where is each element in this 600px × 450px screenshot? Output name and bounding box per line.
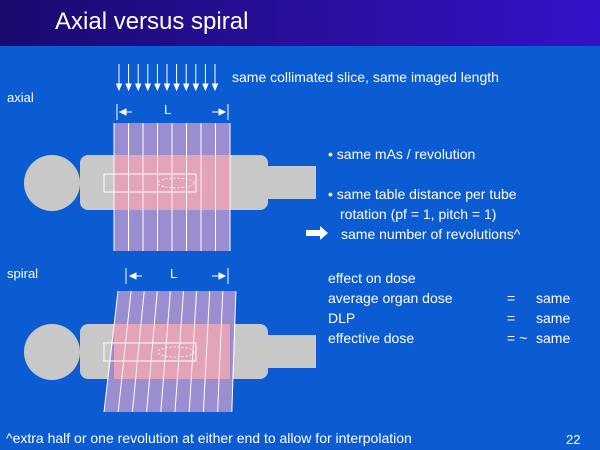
dose-row-name: average organ dose (328, 290, 453, 306)
result-arrow-icon (306, 226, 328, 240)
spiral-length-label: L (170, 266, 178, 281)
spiral-label: spiral (7, 266, 39, 281)
dose-row-op: = (507, 310, 516, 326)
spiral-slice-line (135, 323, 142, 380)
beam-arrow-head (144, 83, 152, 92)
dose-row-op: = (507, 290, 516, 306)
page-number: 22 (566, 432, 581, 447)
footnote: ^extra half or one revolution at either … (6, 430, 412, 446)
bullet-table-distance: • same table distance per tube (328, 186, 517, 202)
title-bar (0, 0, 600, 46)
slide-title: Axial versus spiral (55, 8, 249, 35)
spiral-slice-line (163, 323, 169, 380)
dose-row-name: effective dose (328, 330, 415, 346)
bullet-mas: • same mAs / revolution (328, 146, 476, 162)
spiral-slice-line (107, 323, 115, 380)
dose-row-name: DLP (328, 310, 356, 326)
dose-row-value: same (536, 330, 571, 346)
spiral-slice-line (149, 323, 155, 380)
beam-arrow-head (125, 83, 132, 92)
beam-arrow-head (211, 83, 219, 92)
dose-row-value: same (536, 290, 571, 306)
dose-heading: effect on dose (328, 270, 416, 286)
spiral-length-marker (125, 268, 229, 284)
beam-arrow-head (173, 83, 180, 92)
spiral-slice-line (121, 323, 128, 380)
beam-arrow-head (154, 83, 161, 92)
spiral-slice-line (204, 323, 209, 380)
dose-row-value: same (536, 310, 571, 326)
beam-arrow-head (202, 83, 209, 92)
collimated-text: same collimated slice, same imaged lengt… (232, 69, 499, 85)
axial-length-label: L (164, 102, 172, 117)
spiral-slice-line (232, 323, 236, 380)
axial-label: axial (7, 90, 34, 105)
beam-arrow-head (192, 83, 200, 92)
spiral-slice-line (190, 323, 195, 380)
beam-arrow-head (115, 83, 123, 92)
spiral-slice-line (218, 323, 222, 380)
beam-arrow-head (163, 83, 171, 92)
dose-row-op: = ~ (507, 330, 528, 346)
bullet-table-distance-cont: rotation (pf = 1, pitch = 1) (340, 206, 497, 222)
beam-arrow-head (182, 83, 190, 92)
spiral-slice-line (176, 323, 182, 380)
axial-length-marker (116, 104, 229, 120)
beam-arrow-head (134, 83, 142, 92)
result-text: same number of revolutions^ (341, 226, 521, 242)
beam-arrows (115, 64, 219, 92)
